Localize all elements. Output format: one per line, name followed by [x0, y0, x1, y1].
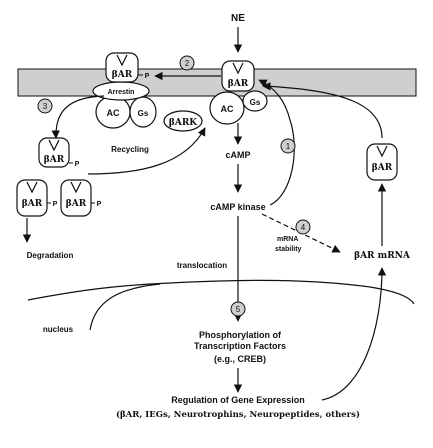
recycling-label: Recycling	[111, 145, 149, 154]
new-receptor: βAR	[366, 143, 398, 181]
nucleus-label: nucleus	[43, 325, 74, 334]
receptor-pocket-icon	[70, 181, 82, 194]
receptor-label: βAR	[112, 70, 133, 80]
gs-label: Gs	[250, 98, 261, 107]
step-2-circle	[179, 55, 195, 71]
active-receptor-complex: AC Gs βAR	[209, 60, 268, 125]
ne-label: NE	[231, 13, 245, 24]
bar-mrna-label: βAR mRNA	[354, 251, 411, 261]
phosphorylation-label-line3: (e.g., CREB)	[214, 354, 266, 364]
internalized-receptor-left: βAR P	[16, 179, 58, 217]
receptor-box	[221, 60, 255, 92]
phosphate-label: P	[75, 161, 80, 168]
desensitized-receptor-complex: AC Gs Arrestin βAR P	[92, 52, 157, 129]
phosphate-label: P	[53, 201, 58, 208]
internalized-receptor-top: βAR P	[38, 137, 80, 168]
receptor-pocket-icon	[376, 145, 388, 158]
phosphorylation-label-line1: Phosphorylation of	[199, 330, 282, 340]
translocation-label: translocation	[177, 261, 227, 270]
regulation-label-line2: (βAR, IEGs, Neurotrophins, Neuropeptides…	[116, 409, 360, 420]
receptor-pocket-icon	[26, 181, 38, 194]
phosphate-label: P	[145, 73, 150, 80]
step-1-feedback-arrow	[258, 79, 295, 206]
step-1-number: 1	[286, 142, 291, 151]
step-5-circle	[230, 301, 246, 317]
degradation-label: Degradation	[27, 251, 74, 260]
step-1-circle	[280, 138, 296, 154]
gs-shape	[242, 90, 268, 112]
step-2-number: 2	[185, 59, 190, 68]
step-3-circle	[37, 98, 53, 114]
phosphorylation-label-line2: Transcription Factors	[194, 341, 286, 351]
phosphate-label: P	[97, 201, 102, 208]
receptor-label: βAR	[44, 155, 65, 165]
receptor-box	[105, 52, 139, 83]
step-4-circle	[295, 219, 311, 235]
gene-expression-to-mrna-arrow	[321, 267, 387, 401]
receptor-label: βAR	[372, 163, 393, 173]
step-5-number: 5	[236, 305, 241, 314]
insertion-arrow	[262, 82, 383, 139]
receptor-label: βAR	[228, 79, 249, 89]
cell-membrane	[17, 68, 417, 97]
mrna-stability-label-line1: mRNA	[277, 236, 298, 243]
recycling-arrow	[87, 127, 206, 175]
receptor-pocket-icon	[232, 62, 244, 75]
regulation-label-line1: Regulation of Gene Expression	[171, 395, 305, 405]
nuclear-envelope-outer	[89, 283, 161, 331]
receptor-pocket-icon	[48, 139, 60, 152]
internalized-receptor-right: βAR P	[60, 179, 102, 217]
mrna-stability-label-line2: stability	[275, 246, 302, 253]
step-4-number: 4	[301, 223, 306, 232]
receptor-label: βAR	[66, 199, 87, 209]
gs-label: Gs	[138, 109, 149, 118]
bark-shape	[163, 110, 203, 132]
step-3-number: 3	[43, 102, 48, 111]
nuclear-envelope	[27, 279, 415, 305]
camp-label: cAMP	[225, 150, 250, 160]
receptor-label: βAR	[22, 199, 43, 209]
bark-label: βARK	[169, 118, 198, 128]
ac-label: AC	[107, 108, 120, 118]
internalization-arrow	[51, 95, 105, 139]
ac-label: AC	[221, 104, 234, 114]
arrestin-label: Arrestin	[108, 89, 135, 96]
camp-kinase-label: cAMP kinase	[210, 202, 265, 212]
receptor-pocket-icon	[116, 54, 128, 67]
ac-shape	[209, 91, 245, 125]
